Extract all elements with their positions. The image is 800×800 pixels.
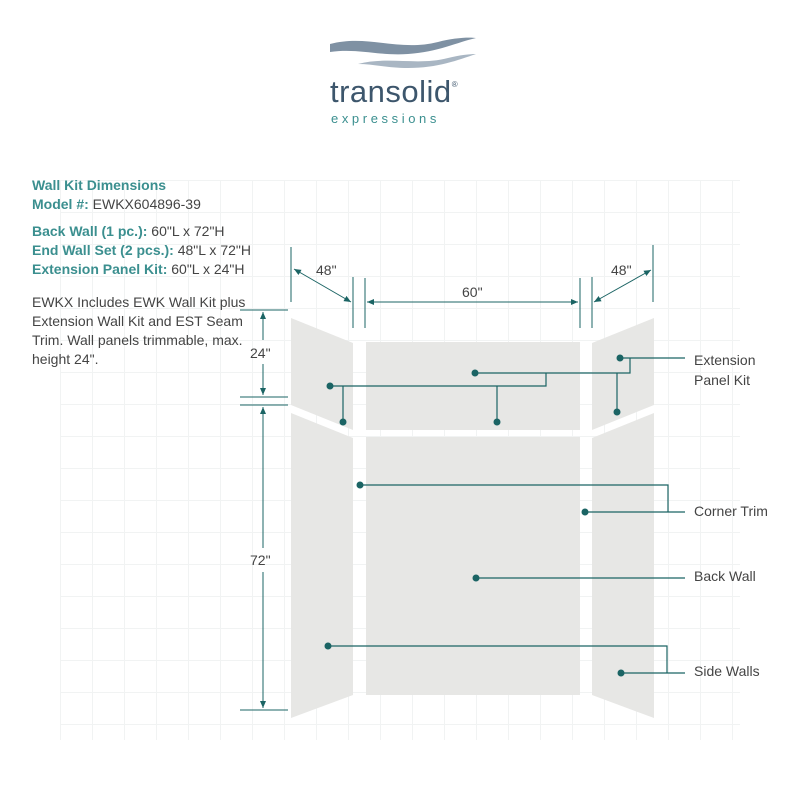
- back-width-label: 60": [462, 284, 483, 300]
- right-side-wall: [592, 413, 654, 718]
- end-wall-label: End Wall Set (2 pcs.):: [32, 242, 174, 258]
- callout-dots: [324, 354, 625, 677]
- extension-value: 60"L x 24"H: [171, 261, 245, 277]
- description: EWKX Includes EWK Wall Kit plus Extensio…: [32, 294, 246, 367]
- callout-lines: [328, 357, 685, 674]
- back-wall-label: Back Wall (1 pc.):: [32, 223, 148, 239]
- model-label: Model #:: [32, 196, 89, 212]
- spec-title: Wall Kit Dimensions: [32, 177, 167, 193]
- left-extension-panel: [291, 318, 353, 430]
- left-side-wall: [291, 413, 353, 718]
- model-value: EWKX604896-39: [92, 196, 201, 212]
- panels: [291, 318, 654, 718]
- callout-back-wall: Back Wall: [694, 568, 756, 584]
- right-extension-panel: [592, 318, 654, 430]
- extension-height-label: 24": [250, 345, 271, 361]
- logo-brand: transolid®: [330, 74, 459, 109]
- callout-side-walls: Side Walls: [694, 663, 760, 679]
- spec-block: Wall Kit Dimensions Model #: EWKX604896-…: [32, 176, 251, 279]
- logo-tagline: expressions: [331, 111, 440, 126]
- back-wall-panel: [366, 437, 580, 695]
- right-width-label: 48": [611, 262, 632, 278]
- callout-corner-trim: Corner Trim: [694, 503, 768, 519]
- wall-height-label: 72": [250, 552, 271, 568]
- end-wall-value: 48"L x 72"H: [177, 242, 251, 258]
- dimension-lines: [240, 245, 654, 711]
- logo-wave-icon: [330, 37, 476, 68]
- extension-label: Extension Panel Kit:: [32, 261, 168, 277]
- back-wall-value: 60"L x 72"H: [151, 223, 225, 239]
- left-width-label: 48": [316, 262, 337, 278]
